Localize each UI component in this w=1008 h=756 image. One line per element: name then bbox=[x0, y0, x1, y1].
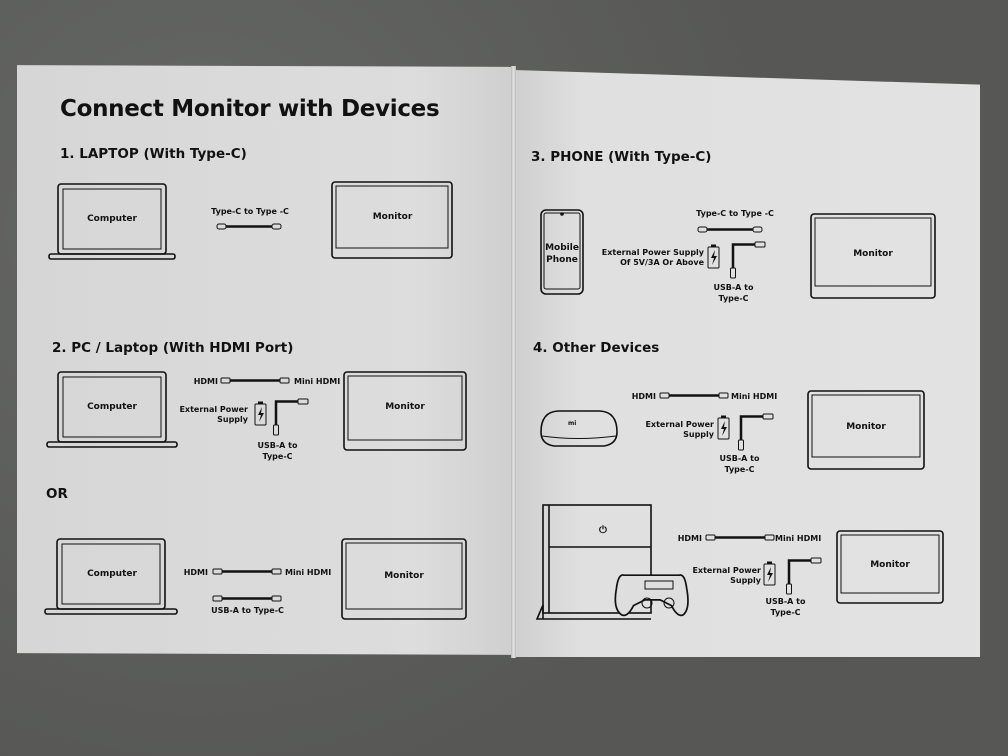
power-supply-line2: Of 5V/3A Or Above bbox=[620, 258, 704, 267]
laptop-icon bbox=[46, 371, 178, 448]
right-page bbox=[514, 70, 980, 657]
hdmi-cable-icon bbox=[212, 568, 282, 575]
usb-cable-label-line1: USB-A to bbox=[719, 454, 760, 463]
hdmi-label: HDMI bbox=[677, 534, 702, 543]
device-label-line2: Phone bbox=[546, 255, 578, 265]
hdmi-cable-icon bbox=[659, 392, 729, 399]
device-label-monitor: Monitor bbox=[870, 560, 910, 570]
usb-cable-label-line1: USB-A to bbox=[765, 597, 806, 606]
hdmi-label: HDMI bbox=[193, 377, 218, 386]
power-supply-line1: External Power bbox=[645, 420, 714, 429]
mini-hdmi-label: Mini HDMI bbox=[731, 392, 778, 401]
power-supply-label: External Power Supply bbox=[170, 405, 248, 425]
game-console-icon: ⏻ bbox=[535, 504, 689, 620]
monitor-icon bbox=[836, 530, 944, 604]
cable-label: Type-C to Type -C bbox=[211, 207, 289, 216]
device-label-computer: Computer bbox=[87, 569, 137, 579]
monitor-icon bbox=[807, 390, 925, 470]
hdmi-label: HDMI bbox=[631, 392, 656, 401]
usb-c-cable-icon bbox=[216, 223, 282, 230]
monitor-icon bbox=[343, 371, 467, 451]
power-supply-label: External Power Supply bbox=[636, 420, 714, 440]
usb-a-to-c-cable-icon bbox=[738, 413, 774, 451]
power-supply-label: External Power Supply Of 5V/3A Or Above bbox=[600, 248, 704, 268]
usb-a-to-c-cable-icon bbox=[273, 398, 309, 436]
device-label-computer: Computer bbox=[87, 402, 137, 412]
device-label-mobile-phone: Mobile Phone bbox=[541, 242, 583, 266]
power-supply-line2: Supply bbox=[217, 415, 248, 424]
laptop-icon bbox=[44, 538, 178, 615]
cable-label: Type-C to Type -C bbox=[696, 209, 774, 218]
usb-cable-label: USB-A to Type-C bbox=[706, 282, 761, 304]
power-supply-line2: Supply bbox=[730, 576, 761, 585]
usb-cable-label-line1: USB-A to bbox=[713, 283, 754, 292]
usb-a-to-c-cable-icon bbox=[786, 557, 822, 595]
usb-cable-label-line2: Type-C bbox=[770, 608, 801, 617]
tv-box-icon bbox=[540, 410, 618, 447]
mini-hdmi-label: Mini HDMI bbox=[285, 568, 332, 577]
mini-hdmi-label: Mini HDMI bbox=[775, 534, 822, 543]
page-title: Connect Monitor with Devices bbox=[60, 96, 440, 122]
battery-charging-icon bbox=[763, 561, 776, 586]
hdmi-cable-icon bbox=[705, 534, 775, 541]
device-label-line1: Mobile bbox=[545, 243, 579, 253]
power-supply-label: External Power Supply bbox=[683, 566, 761, 586]
section-2-heading: 2. PC / Laptop (With HDMI Port) bbox=[52, 340, 294, 356]
usb-cable-label: USB-A to Type-C bbox=[758, 596, 813, 618]
usb-cable-label-line2: Type-C bbox=[262, 452, 293, 461]
device-label-monitor: Monitor bbox=[384, 571, 424, 581]
device-label-monitor: Monitor bbox=[372, 212, 413, 222]
mi-logo: mi bbox=[568, 420, 577, 427]
usb-cable-label: USB-A to Type-C bbox=[712, 453, 767, 475]
monitor-icon bbox=[341, 538, 467, 620]
booklet-spine bbox=[511, 66, 516, 658]
usb-cable-label-line1: USB-A to bbox=[257, 441, 298, 450]
mobile-phone-icon bbox=[540, 209, 584, 295]
usb-a-to-c-cable-icon bbox=[212, 595, 282, 602]
device-label-computer: Computer bbox=[87, 214, 137, 224]
power-supply-line1: External Power Supply bbox=[601, 248, 704, 257]
monitor-icon bbox=[331, 181, 453, 259]
usb-cable-label: USB-A to Type-C bbox=[211, 606, 284, 615]
device-label-monitor: Monitor bbox=[853, 249, 893, 259]
usb-cable-label-line2: Type-C bbox=[724, 465, 755, 474]
section-4-heading: 4. Other Devices bbox=[533, 340, 660, 356]
or-heading: OR bbox=[46, 486, 68, 502]
mini-hdmi-label: Mini HDMI bbox=[294, 377, 341, 386]
monitor-icon bbox=[810, 213, 936, 299]
usb-c-cable-icon bbox=[697, 226, 763, 233]
battery-charging-icon bbox=[707, 244, 720, 269]
svg-text:⏻: ⏻ bbox=[599, 524, 607, 536]
usb-a-to-c-cable-icon bbox=[730, 241, 766, 279]
device-label-monitor: Monitor bbox=[846, 422, 886, 432]
usb-cable-label-line2: Type-C bbox=[718, 294, 749, 303]
battery-charging-icon bbox=[254, 401, 267, 426]
section-3-heading: 3. PHONE (With Type-C) bbox=[531, 149, 712, 165]
hdmi-label: HDMI bbox=[183, 568, 208, 577]
device-label-monitor: Monitor bbox=[385, 402, 425, 412]
power-supply-line1: External Power bbox=[179, 405, 248, 414]
laptop-icon bbox=[48, 183, 176, 260]
hdmi-cable-icon bbox=[220, 377, 290, 384]
battery-charging-icon bbox=[717, 415, 730, 440]
power-supply-line1: External Power bbox=[692, 566, 761, 575]
usb-cable-label: USB-A to Type-C bbox=[250, 440, 305, 462]
power-supply-line2: Supply bbox=[683, 430, 714, 439]
section-1-heading: 1. LAPTOP (With Type-C) bbox=[60, 146, 247, 162]
